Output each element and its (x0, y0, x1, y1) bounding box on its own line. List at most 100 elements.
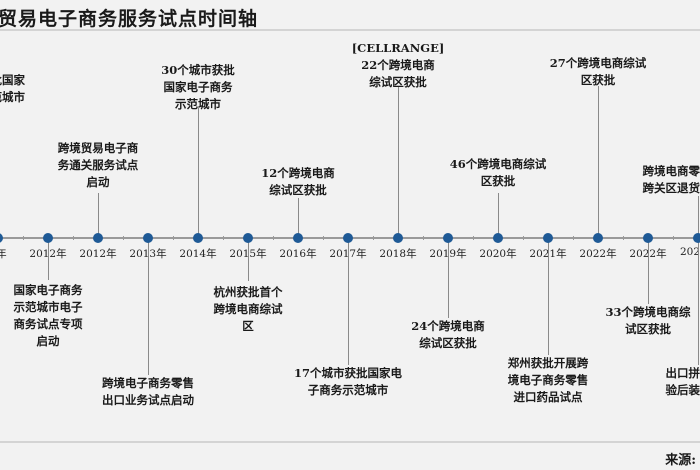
event-label-line: 33个跨境电商综 (605, 305, 691, 319)
event-label: 24个跨境电商综试区获批 (411, 318, 485, 352)
event-label: 12个跨境电商综试区获批 (261, 165, 335, 199)
event-label-line: 24个跨境电商 (411, 319, 485, 333)
event-connector (297, 198, 299, 238)
event-label-line: 获批国家 (0, 73, 25, 87)
event-label-line: 示范城市 (0, 90, 25, 104)
event-label: 出口拼验后装 (666, 365, 700, 399)
minor-tick (223, 236, 224, 240)
event-label: [CELLRANGE] 22个跨境电商综试区获批 (352, 40, 445, 91)
event-label-line: 验后装 (665, 383, 700, 397)
event-label-line: 示范城市 (174, 97, 221, 111)
event-label-line: 国家电子商务 (163, 80, 233, 94)
event-label: 33个跨境电商综试区获批 (605, 304, 690, 338)
axis-label: 2016年 (279, 248, 317, 260)
event-label-line: 郑州获批开展跨 (507, 356, 589, 370)
timeline-marker (493, 233, 503, 243)
timeline-marker (293, 233, 303, 243)
event-label-line: 区 (242, 319, 254, 333)
timeline-marker (643, 233, 653, 243)
event-label-line: 启动 (86, 175, 110, 189)
event-label: 跨境电子商务零售出口业务试点启动 (102, 375, 194, 409)
timeline-marker (93, 233, 103, 243)
event-label-line: 示范城市电子 (13, 300, 83, 314)
axis-label: 1年 (0, 248, 7, 260)
event-label: 获批国家示范城市 (0, 72, 25, 106)
minor-tick (523, 236, 524, 240)
event-label-line: 试区获批 (624, 322, 671, 336)
event-label-line: 子商务示范城市 (307, 383, 389, 397)
timeline-marker (393, 233, 403, 243)
event-connector (397, 86, 399, 238)
event-connector (697, 196, 699, 238)
event-label-line: 综试区获批 (369, 75, 427, 89)
minor-tick (623, 236, 624, 240)
timeline-marker (593, 233, 603, 243)
event-label-line: 30个城市获批 (161, 63, 235, 77)
event-connector (247, 238, 249, 281)
event-label-line: 出口拼 (665, 366, 700, 380)
event-label-line: 12个跨境电商 (261, 166, 335, 180)
event-label-line: 区获批 (480, 174, 516, 188)
event-label-line: 商务试点专项 (13, 317, 83, 331)
timeline-marker (543, 233, 553, 243)
event-label-line: 区获批 (580, 73, 616, 87)
header-divider (0, 29, 700, 31)
event-label-line: 46个跨境电商综试 (449, 157, 547, 171)
event-label: 郑州获批开展跨境电子商务零售进口药品试点 (508, 355, 589, 406)
event-connector (197, 108, 199, 238)
chart-title: 贸易电子商务服务试点时间轴 (0, 8, 259, 30)
event-label-line: 杭州获批首个 (213, 285, 283, 299)
axis-label: 2022年 (579, 248, 617, 260)
event-label-line: 跨境电子商务零售 (102, 376, 194, 390)
minor-tick (673, 236, 674, 240)
event-label-line: 国家电子商务 (13, 283, 83, 297)
axis-label: 2012年 (79, 248, 117, 260)
event-label-line: [CELLRANGE] (351, 41, 445, 55)
timeline-marker (193, 233, 203, 243)
axis-label: 2014年 (179, 248, 217, 260)
event-label: 国家电子商务示范城市电子商务试点专项启动 (14, 282, 83, 350)
event-label: 27个跨境电商综试区获批 (550, 55, 647, 89)
event-connector (647, 238, 649, 304)
minor-tick (73, 236, 74, 240)
event-label-line: 跨境贸易电子商 (57, 141, 139, 155)
timeline-marker (443, 233, 453, 243)
event-label: 17个城市获批国家电子商务示范城市 (294, 365, 402, 399)
minor-tick (23, 236, 24, 240)
event-label-line: 进口药品试点 (513, 390, 583, 404)
timeline-marker (143, 233, 153, 243)
event-label-line: 跨境电商综试 (213, 302, 283, 316)
minor-tick (123, 236, 124, 240)
minor-tick (473, 236, 474, 240)
minor-tick (173, 236, 174, 240)
event-connector (597, 86, 599, 238)
source-label: 来源: (665, 453, 696, 468)
event-connector (147, 238, 149, 375)
event-connector (47, 238, 49, 280)
event-label-line: 务通关服务试点 (57, 158, 139, 172)
event-connector (697, 238, 699, 365)
event-label-line: 出口业务试点启动 (102, 393, 194, 407)
event-connector (547, 238, 549, 355)
event-label: 46个跨境电商综试区获批 (450, 156, 547, 190)
event-label-line: 22个跨境电商 (361, 58, 435, 72)
timeline-marker (693, 233, 700, 243)
event-label-line: 跨境电商零 (642, 164, 700, 178)
minor-tick (573, 236, 574, 240)
timeline-marker (43, 233, 53, 243)
event-label-line: 启动 (36, 334, 60, 348)
event-label: 30个城市获批国家电子商务示范城市 (161, 62, 235, 113)
event-label: 杭州获批首个跨境电商综试区 (214, 284, 283, 335)
event-label-line: 27个跨境电商综试 (549, 56, 647, 70)
minor-tick (423, 236, 424, 240)
axis-label: 2018年 (379, 248, 417, 260)
event-connector (447, 238, 449, 318)
event-label: 跨境电商零跨关区退货 (643, 163, 700, 197)
footer-divider (0, 441, 700, 443)
minor-tick (273, 236, 274, 240)
timeline-marker (0, 233, 3, 243)
event-connector (347, 238, 349, 365)
event-label-line: 跨关区退货 (642, 181, 700, 195)
axis-label: 202 (679, 246, 700, 258)
event-label-line: 境电子商务零售 (507, 373, 589, 387)
